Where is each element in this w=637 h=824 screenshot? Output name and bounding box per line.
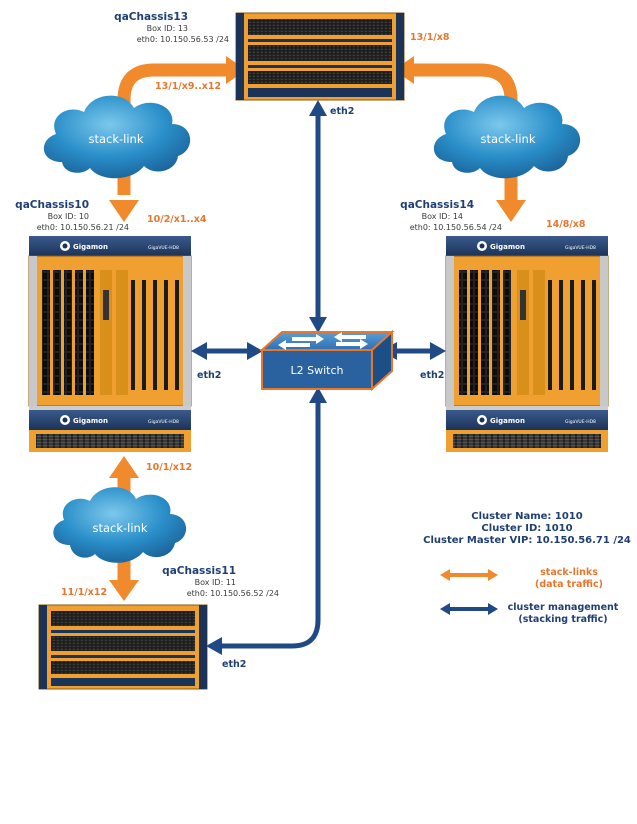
mgmt-paths [205, 113, 434, 649]
chassis-13-eth0: eth0: 10.150.56.53 /24 [137, 35, 229, 44]
port-10-bottom: 10/1/x12 [146, 462, 192, 473]
arrowhead-to-chassis10-top [109, 200, 139, 222]
switch-arrows-icon [278, 332, 368, 350]
eth-label-bottom: eth2 [222, 659, 246, 670]
chassis-14-name: qaChassis14 [400, 199, 474, 211]
arrowhead-to-chassis11 [109, 580, 139, 601]
port-14: 14/8/x8 [546, 219, 586, 230]
mgmt-arrow-to-switch-top [309, 317, 327, 333]
label-chassis-13: qaChassis13 Box ID: 13 eth0: 10.150.56.5… [114, 11, 229, 44]
mgmt-arrow-to-switch-bottom [309, 387, 327, 403]
chassis-11-box-id: Box ID: 11 [195, 578, 236, 587]
chassis-13-box-id: Box ID: 13 [147, 24, 188, 33]
cluster-id: Cluster ID: 1010 [481, 523, 572, 534]
chassis-14-eth0: eth0: 10.150.56.54 /24 [410, 223, 502, 232]
label-chassis-10: qaChassis10 Box ID: 10 eth0: 10.150.56.2… [15, 199, 129, 232]
eth-label-left: eth2 [197, 370, 221, 381]
chassis-10-name: qaChassis10 [15, 199, 89, 211]
cluster-name: Cluster Name: 1010 [471, 511, 582, 522]
chassis-10-eth0: eth0: 10.150.56.21 /24 [37, 223, 129, 232]
switch-label: L2 Switch [291, 364, 344, 377]
chassis-10-box-id: Box ID: 10 [48, 212, 89, 221]
mgmt-arrow-to-chassis14 [430, 342, 446, 360]
legend-mgmt-sub: (stacking traffic) [518, 614, 607, 625]
chassis-11-name: qaChassis11 [162, 565, 236, 577]
chassis-10-cards [42, 270, 179, 395]
chassis-10-brand: Gigamon [73, 243, 108, 251]
cloud-right: stack-link [433, 95, 581, 179]
cloud-right-shape [433, 95, 581, 179]
port-13-left: 13/1/x9..x12 [155, 81, 221, 92]
port-10-top: 10/2/x1..x4 [147, 214, 207, 225]
cloud-right-label: stack-link [480, 132, 535, 146]
cloud-bottom: stack-link [53, 487, 187, 563]
chassis-10-brand-lower: Gigamon [73, 417, 108, 425]
chassis-13 [235, 12, 405, 101]
legend: stack-links (data traffic) cluster manag… [440, 567, 619, 625]
legend-stack-label: stack-links [540, 567, 598, 578]
cloud-bottom-label: stack-link [92, 521, 147, 535]
mgmt-arrow-to-chassis10 [191, 342, 207, 360]
chassis-10-model-lower: GigaVUE-HD8 [148, 419, 179, 425]
chassis-14-box-id: Box ID: 14 [422, 212, 463, 221]
chassis-10-model: GigaVUE-HD8 [148, 245, 179, 251]
chassis-14: Gigamon GigaVUE-HD8 Gigamon GigaVUE-HD8 [445, 236, 609, 452]
chassis-11-eth0: eth0: 10.150.56.52 /24 [187, 589, 279, 598]
label-chassis-11: qaChassis11 Box ID: 11 eth0: 10.150.56.5… [162, 565, 279, 598]
cluster-info: Cluster Name: 1010 Cluster ID: 1010 Clus… [423, 511, 631, 546]
port-11: 11/1/x12 [61, 587, 107, 598]
switch-front-face [261, 349, 373, 390]
cloud-left-label: stack-link [88, 132, 143, 146]
cluster-vip: Cluster Master VIP: 10.150.56.71 /24 [423, 535, 631, 546]
port-labels: 13/1/x9..x12 13/1/x8 10/2/x1..x4 14/8/x8… [61, 32, 586, 598]
eth-label-right: eth2 [420, 370, 444, 381]
eth-labels: eth2 eth2 eth2 eth2 [197, 106, 444, 670]
mgmt-arrow-to-chassis13 [309, 100, 327, 116]
cloud-bottom-shape [53, 487, 187, 563]
legend-stack-sub: (data traffic) [535, 579, 603, 590]
label-chassis-14: qaChassis14 Box ID: 14 eth0: 10.150.56.5… [400, 199, 502, 232]
mgmt-arrow-to-switch-left [247, 342, 263, 360]
chassis-11 [38, 604, 208, 690]
chassis-14-cards [459, 270, 596, 395]
mgmt-arrow-to-chassis11 [206, 637, 222, 655]
chassis-10: Gigamon GigaVUE-HD8 Gigamon GigaVUE-HD8 [28, 236, 192, 452]
arrowhead-to-chassis10-bottom [109, 456, 139, 478]
l2-switch: L2 Switch [259, 329, 395, 392]
chassis-14-brand: Gigamon [490, 243, 525, 251]
cloud-left: stack-link [43, 95, 191, 179]
legend-cluster-mgmt: cluster management (stacking traffic) [440, 602, 619, 625]
eth-label-top: eth2 [330, 106, 354, 117]
chassis-13-name: qaChassis13 [114, 11, 188, 23]
arrowhead-to-chassis14 [496, 200, 526, 222]
chassis-14-model: GigaVUE-HD8 [565, 245, 596, 251]
cloud-left-shape [43, 95, 191, 179]
chassis-14-brand-lower: Gigamon [490, 417, 525, 425]
legend-mgmt-label: cluster management [508, 602, 619, 613]
port-13-right: 13/1/x8 [410, 32, 450, 43]
chassis-14-model-lower: GigaVUE-HD8 [565, 419, 596, 425]
legend-stack-links: stack-links (data traffic) [440, 567, 603, 590]
